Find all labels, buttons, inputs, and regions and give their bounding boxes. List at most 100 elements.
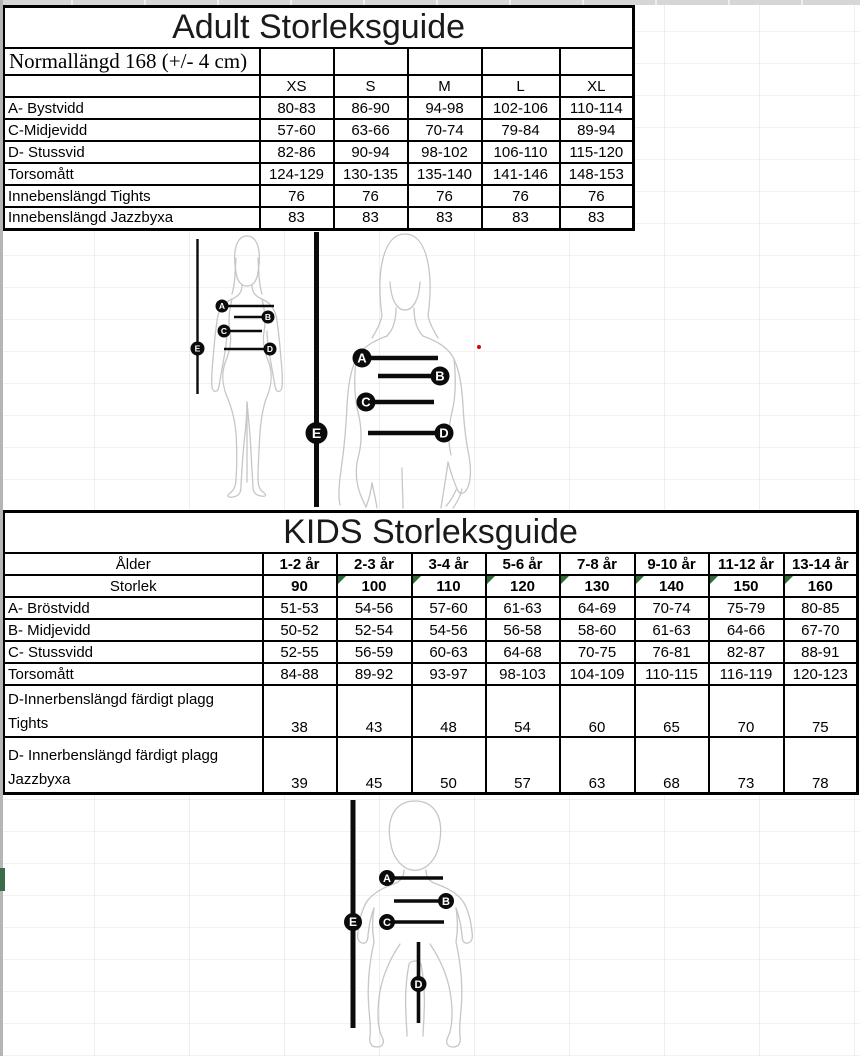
kid-measure-lines: A B C D E xyxy=(344,800,454,1028)
size-header: M xyxy=(406,74,483,98)
row-label: A- Bröstvidd xyxy=(2,596,264,620)
table-row: Innebenslängd Tights 76 76 76 76 76 xyxy=(2,184,635,208)
spreadsheet-top-edge xyxy=(0,0,860,5)
cell-value: 76 xyxy=(258,184,335,208)
marker-a-badge xyxy=(352,348,372,368)
adult-size-header-row: XS S M L XL xyxy=(2,74,635,98)
empty-cell xyxy=(406,47,483,76)
size-value: 150 xyxy=(707,574,785,598)
cell-value: 88-91 xyxy=(782,640,859,664)
svg-text:E: E xyxy=(312,425,321,441)
cell-value: 57-60 xyxy=(410,596,487,620)
marker-e-badge xyxy=(190,341,205,356)
cell-value: 50-52 xyxy=(261,618,338,642)
cell-value: 78 xyxy=(782,736,859,794)
size-header: XS xyxy=(258,74,335,98)
cell-value: 54-56 xyxy=(410,618,487,642)
size-header: L xyxy=(480,74,561,98)
adult-figure-small xyxy=(210,235,284,498)
svg-text:D: D xyxy=(439,426,448,441)
cell-value: 124-129 xyxy=(258,162,335,186)
cell-value: 63-66 xyxy=(332,118,409,142)
table-row: D- Innerbenslängd färdigt plagg Jazzbyxa… xyxy=(2,736,859,794)
cell-value: 110-114 xyxy=(558,96,635,120)
cell-value: 76 xyxy=(558,184,635,208)
cell-value: 56-58 xyxy=(484,618,561,642)
adult-large-measure-lines: A B C D E xyxy=(305,232,454,507)
cell-value: 115-120 xyxy=(558,140,635,164)
table-row: A- Bröstvidd 51-53 54-56 57-60 61-63 64-… xyxy=(2,596,859,620)
cell-value: 83 xyxy=(406,206,483,230)
cell-value: 64-66 xyxy=(707,618,785,642)
row-label: D- Innerbenslängd färdigt plagg Jazzbyxa xyxy=(2,736,264,794)
cell-value: 120-123 xyxy=(782,662,859,686)
cell-value: 104-109 xyxy=(558,662,636,686)
cell-value: 98-103 xyxy=(484,662,561,686)
marker-b-badge xyxy=(430,366,450,386)
cell-value: 64-69 xyxy=(558,596,636,620)
kids-size-header-row: Storlek 90 100 110 120 130 140 150 160 xyxy=(2,574,859,598)
row-label: D- Stussvid xyxy=(2,140,261,164)
cell-value: 48 xyxy=(410,684,487,738)
cell-value: 54 xyxy=(484,684,561,738)
cell-value: 80-85 xyxy=(782,596,859,620)
table-row: Normallängd 168 (+/- 4 cm) xyxy=(2,47,635,76)
cell-value: 45 xyxy=(335,736,413,794)
cell-value: 141-146 xyxy=(480,162,561,186)
marker-b-badge xyxy=(261,310,275,324)
cell-value: 83 xyxy=(258,206,335,230)
cell-value: 61-63 xyxy=(633,618,710,642)
table-row: Torsomått 84-88 89-92 93-97 98-103 104-1… xyxy=(2,662,859,686)
kids-age-header-row: Ålder 1-2 år 2-3 år 3-4 år 5-6 år 7-8 år… xyxy=(2,552,859,576)
adult-measure-diagram: A B C D E xyxy=(190,232,481,509)
empty-cell xyxy=(258,47,335,76)
marker-d-badge xyxy=(410,976,427,992)
cell-value: 83 xyxy=(332,206,409,230)
cell-value: 52-55 xyxy=(261,640,338,664)
svg-text:A: A xyxy=(383,873,391,885)
spreadsheet-left-edge xyxy=(0,0,3,1056)
cell-value: 80-83 xyxy=(258,96,335,120)
age-header: 9-10 år xyxy=(633,552,710,576)
cell-value: 86-90 xyxy=(332,96,409,120)
age-header: 1-2 år xyxy=(261,552,338,576)
cell-value: 148-153 xyxy=(558,162,635,186)
cell-value: 67-70 xyxy=(782,618,859,642)
row-label-line1: D- Innerbenslängd färdigt plagg xyxy=(8,746,219,764)
cell-value: 106-110 xyxy=(480,140,561,164)
marker-c-badge xyxy=(379,914,395,930)
cell-value: 76-81 xyxy=(633,640,710,664)
row-label-line1: D-Innerbenslängd färdigt plagg xyxy=(8,691,214,708)
cell-value: 135-140 xyxy=(406,162,483,186)
cell-value: 58-60 xyxy=(558,618,636,642)
adult-length-note: Normallängd 168 (+/- 4 cm) xyxy=(2,47,261,76)
kids-measure-diagram: A B C D E xyxy=(344,800,474,1048)
cell-value: 63 xyxy=(558,736,636,794)
cell-value: 43 xyxy=(335,684,413,738)
svg-text:C: C xyxy=(383,917,391,929)
row-label: C- Stussvidd xyxy=(2,640,264,664)
cell-value: 68 xyxy=(633,736,710,794)
age-header-label: Ålder xyxy=(2,552,264,576)
age-header: 5-6 år xyxy=(484,552,561,576)
marker-c-badge xyxy=(217,324,231,338)
cell-value: 76 xyxy=(480,184,561,208)
cell-value: 60-63 xyxy=(410,640,487,664)
svg-text:C: C xyxy=(221,326,227,336)
cell-value: 84-88 xyxy=(261,662,338,686)
marker-d-badge xyxy=(263,342,277,356)
size-value: 110 xyxy=(410,574,487,598)
cell-value: 61-63 xyxy=(484,596,561,620)
cell-value: 56-59 xyxy=(335,640,413,664)
size-value: 140 xyxy=(633,574,710,598)
table-row: D-Innerbenslängd färdigt plagg Tights 38… xyxy=(2,684,859,738)
cell-value: 82-86 xyxy=(258,140,335,164)
age-header: 13-14 år xyxy=(782,552,859,576)
cell-value: 39 xyxy=(261,736,338,794)
svg-text:E: E xyxy=(349,915,357,929)
cell-value: 83 xyxy=(480,206,561,230)
size-header: XL xyxy=(558,74,635,98)
cell-value: 51-53 xyxy=(261,596,338,620)
cell-value: 116-119 xyxy=(707,662,785,686)
cell-value: 75 xyxy=(782,684,859,738)
